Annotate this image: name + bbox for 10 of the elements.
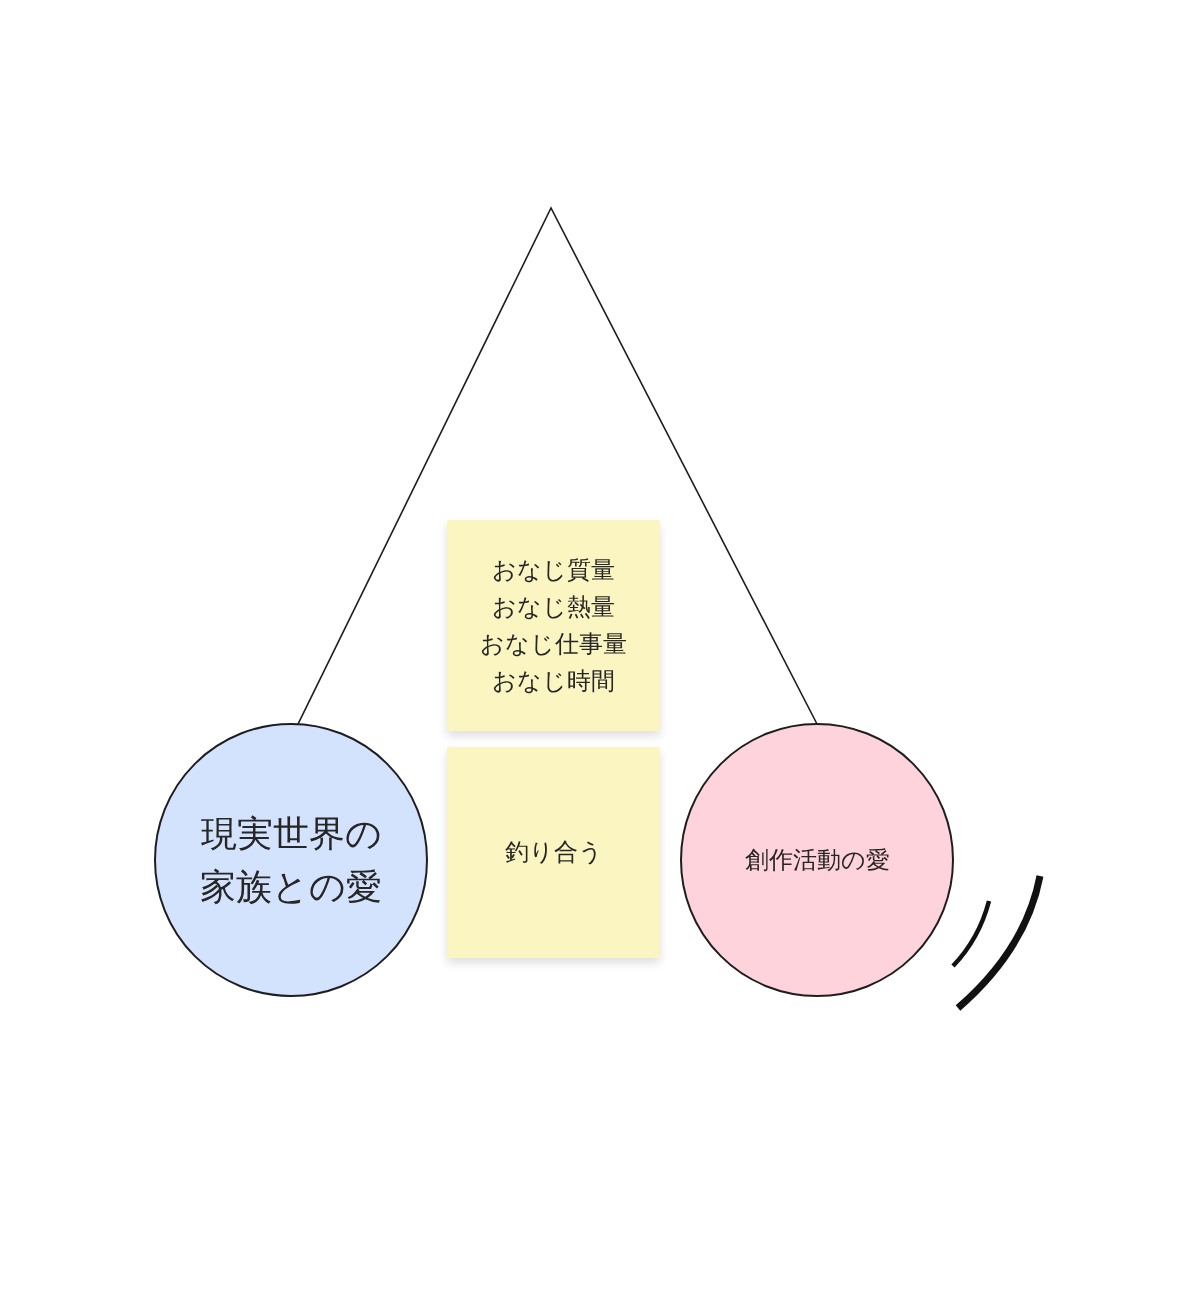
node-label: 創作活動の愛 [744, 844, 890, 876]
node-label: おなじ熱量 [492, 591, 615, 623]
node-label: おなじ質量 [492, 554, 615, 586]
node-label: 釣り合う [504, 837, 603, 868]
sticky-note [447, 747, 660, 958]
node-label: おなじ仕事量 [480, 628, 627, 660]
node-label: おなじ時間 [492, 665, 615, 697]
node-label: 現実世界の家族との愛 [199, 812, 383, 909]
sticky-note [447, 520, 660, 731]
pendulum-string [297, 206, 818, 725]
